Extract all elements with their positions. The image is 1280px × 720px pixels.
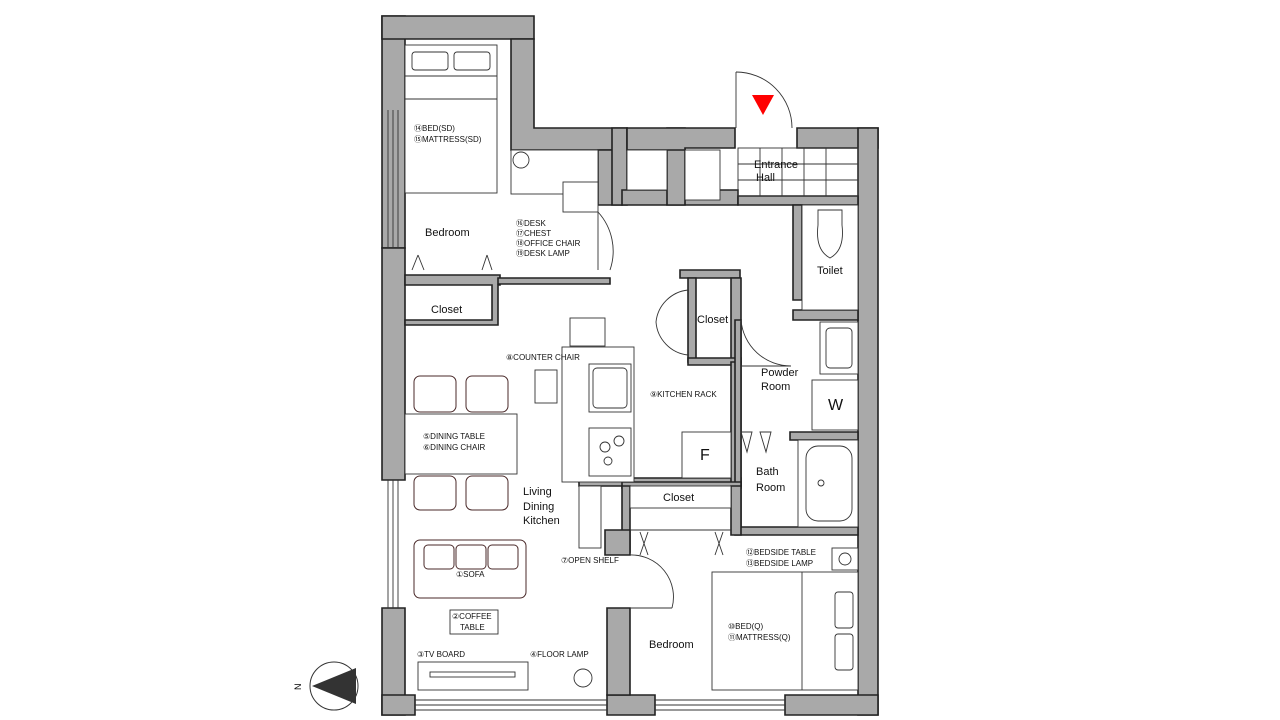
- room-label-ldk1: Living: [523, 486, 552, 498]
- wall-top-bedroom: [381, 15, 535, 40]
- bedroom2-furniture: [711, 547, 859, 691]
- wall-bath-top: [789, 431, 859, 441]
- label-counter-chair: ⑧COUNTER CHAIR: [506, 353, 580, 362]
- dining-chair: [413, 375, 457, 413]
- wall-closet1: [404, 274, 501, 326]
- bedroom1-furniture: [404, 44, 614, 271]
- dining-table: [404, 413, 518, 475]
- label-coffee1: ②COFFEE: [452, 612, 492, 621]
- label-floor-lamp: ④FLOOR LAMP: [530, 650, 589, 659]
- chest: [562, 181, 599, 213]
- sofa: [413, 539, 527, 599]
- wall-bottom-right: [784, 694, 879, 716]
- bedside-table: [831, 547, 859, 571]
- dining-chair: [465, 475, 509, 511]
- wall-bedroom2-left-top: [604, 529, 631, 556]
- w-symbol: W: [828, 397, 844, 414]
- wall-bedroom-right: [510, 38, 628, 151]
- pipe-shaft: [626, 149, 668, 191]
- windows: [387, 110, 785, 711]
- entrance-marker-icon: [752, 95, 774, 115]
- tv-board: [417, 661, 529, 691]
- wet-area: [740, 204, 859, 528]
- room-label-entrance1: Entrance: [754, 159, 798, 171]
- ldk-furniture: [404, 375, 674, 691]
- room-label-bedroom1: Bedroom: [425, 227, 470, 239]
- wall-toilet-top: [737, 195, 859, 206]
- dining-chair: [413, 475, 457, 511]
- room-label-entrance2: Hall: [756, 172, 775, 184]
- compass-label: N: [293, 684, 303, 691]
- room-label-bath2: Room: [756, 482, 785, 494]
- entrance-hall: [626, 71, 859, 201]
- wall-toilet-bottom: [792, 309, 859, 321]
- shoe-cabinet: [684, 149, 721, 201]
- room-label-ldk3: Kitchen: [523, 515, 560, 527]
- bed-q: [711, 571, 859, 691]
- label-bedside-lamp: ⑬BEDSIDE LAMP: [746, 559, 813, 568]
- room-label-closet1: Closet: [431, 304, 462, 316]
- fridge: [681, 431, 732, 479]
- label-bedside-table: ⑫BEDSIDE TABLE: [746, 548, 816, 557]
- floor-lamp-icon: [573, 668, 593, 688]
- label-coffee2: TABLE: [460, 623, 485, 632]
- room-label-closet3: Closet: [663, 492, 694, 504]
- washing-machine: [811, 379, 859, 431]
- counter-chair: [569, 317, 606, 347]
- label-desk: ⑯DESK: [516, 219, 546, 228]
- label-desk-lamp: ⑲DESK LAMP: [516, 249, 570, 258]
- label-kitchen-rack: ⑨KITCHEN RACK: [650, 390, 717, 399]
- wall-closet2-left: [687, 277, 697, 363]
- label-office-chair: ⑱OFFICE CHAIR: [516, 239, 581, 248]
- f-symbol: F: [700, 447, 710, 464]
- wall-entrance-left: [626, 127, 736, 151]
- label-open-shelf: ⑦OPEN SHELF: [561, 556, 619, 565]
- furniture-labels: ⑭BED(SD) ⑮MATTRESS(SD) ⑯DESK ⑰CHEST ⑱OFF…: [414, 124, 816, 659]
- wall-kitchen-top: [679, 269, 741, 279]
- room-labels: Bedroom Closet Entrance Hall Toilet Clos…: [425, 159, 844, 651]
- room-label-powder1: Powder: [761, 367, 799, 379]
- label-chest: ⑰CHEST: [516, 229, 551, 238]
- wall-left-upper: [381, 15, 406, 249]
- wall-left-lower: [381, 247, 406, 481]
- label-bed-sd: ⑭BED(SD): [414, 124, 455, 133]
- label-sofa: ①SOFA: [456, 570, 485, 579]
- room-label-closet2: Closet: [697, 314, 728, 326]
- wall-closet3-right: [730, 485, 742, 536]
- label-mattress-q: ⑪MATTRESS(Q): [728, 633, 791, 642]
- closet3: [629, 485, 732, 556]
- bedside-lamp-icon: [838, 552, 852, 566]
- label-bed-q: ⑩BED(Q): [728, 622, 764, 631]
- room-label-ldk2: Dining: [523, 501, 554, 513]
- open-shelf: [578, 485, 602, 549]
- wall-bottom-mid: [606, 694, 656, 716]
- room-label-bath1: Bath: [756, 466, 779, 478]
- label-dining-chair: ⑥DINING CHAIR: [423, 443, 486, 452]
- compass: N: [293, 661, 359, 711]
- wall-right: [857, 127, 879, 716]
- dining-chair: [465, 375, 509, 413]
- north-arrow-icon: [312, 668, 356, 704]
- cooktop: [588, 427, 632, 477]
- wall-bottom-left: [381, 694, 416, 716]
- wall-toilet-left: [792, 204, 803, 301]
- label-dining-table: ⑤DINING TABLE: [423, 432, 485, 441]
- wall-bath-bottom: [734, 526, 859, 536]
- room-label-bedroom2: Bedroom: [649, 639, 694, 651]
- wall-bedroom2-left: [606, 607, 631, 696]
- label-tv-board: ③TV BOARD: [417, 650, 465, 659]
- kitchen: [534, 289, 732, 483]
- room-label-powder2: Room: [761, 381, 790, 393]
- desk-lamp-icon: [512, 151, 530, 169]
- coffee-table: [449, 609, 499, 635]
- wall-ldk-top: [497, 277, 611, 285]
- toilet-fixture: [817, 209, 843, 259]
- label-mattress-sd: ⑮MATTRESS(SD): [414, 135, 482, 144]
- counter-chair-2: [534, 369, 558, 404]
- room-label-toilet: Toilet: [817, 265, 843, 277]
